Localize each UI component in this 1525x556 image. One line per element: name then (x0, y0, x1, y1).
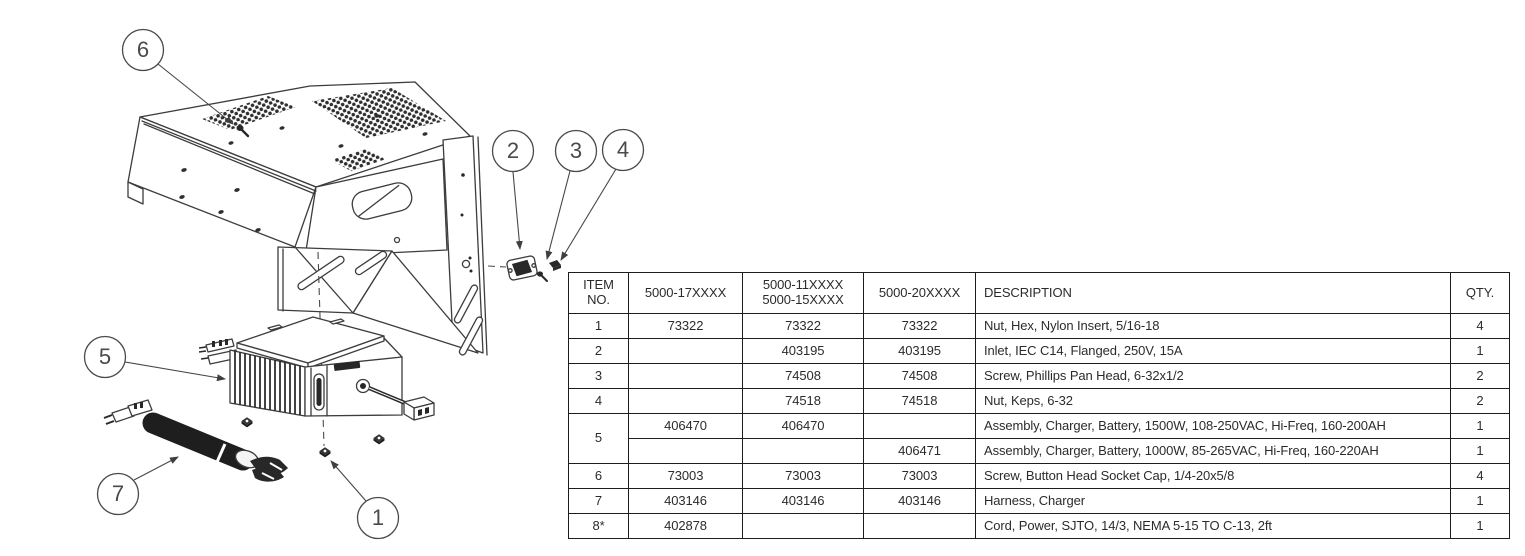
svg-text:1: 1 (372, 505, 384, 530)
brand-logo (333, 361, 361, 371)
cell-item: 6 (568, 463, 629, 489)
dc-connector-drawing (403, 396, 435, 421)
cell-17xxxx: 73322 (628, 313, 743, 339)
col-header-5000-17xxxx: 5000-17XXXX (628, 272, 743, 314)
table-row: 7 403146 403146 403146 Harness, Charger … (568, 488, 1510, 514)
charger-unit-drawing (198, 316, 435, 458)
cell-11-15xxxx: 406470 (742, 413, 864, 439)
cell-qty: 1 (1450, 513, 1510, 539)
svg-text:3: 3 (570, 138, 582, 163)
cell-description: Nut, Hex, Nylon Insert, 5/16-18 (975, 313, 1451, 339)
callout-3: 3 (545, 129, 598, 260)
cell-11-15xxxx: 403146 (742, 488, 864, 514)
table-row: 406471 Assembly, Charger, Battery, 1000W… (569, 438, 1510, 464)
cell-qty: 1 (1450, 413, 1510, 439)
cell-description: Assembly, Charger, Battery, 1500W, 108-2… (975, 413, 1451, 439)
cell-11-15xxxx: 73003 (742, 463, 864, 489)
cell-item: 2 (568, 338, 629, 364)
cell-20xxxx: 406471 (863, 438, 976, 464)
svg-text:7: 7 (112, 481, 124, 506)
svg-text:6: 6 (137, 37, 149, 62)
cell-qty: 4 (1450, 313, 1510, 339)
cell-description: Screw, Button Head Socket Cap, 1/4-20x5/… (975, 463, 1451, 489)
col-header-5000-20xxxx: 5000-20XXXX (863, 272, 976, 314)
cell-description: Cord, Power, SJTO, 14/3, NEMA 5-15 TO C-… (975, 513, 1451, 539)
charger-cover-drawing (127, 81, 488, 356)
cell-qty: 1 (1450, 438, 1510, 464)
cell-qty: 1 (1450, 488, 1510, 514)
table-row: 5 406470 406470 Assembly, Charger, Batte… (568, 413, 1510, 464)
cell-17xxxx: 73003 (628, 463, 743, 489)
svg-text:5: 5 (99, 344, 111, 369)
table-row: 4 74518 74518 Nut, Keps, 6-32 2 (568, 388, 1510, 414)
cell-item: 4 (568, 388, 629, 414)
keps-nut-drawing (549, 260, 561, 271)
callout-5: 5 (83, 335, 226, 382)
exploded-view-diagram: 6 2 3 4 5 7 1 (83, 28, 645, 540)
callout-6: 6 (121, 28, 234, 125)
callout-2: 2 (491, 129, 535, 250)
table-header-row: ITEM NO. 5000-17XXXX 5000-11XXXX 5000-15… (568, 272, 1510, 314)
table-row: 6 73003 73003 73003 Screw, Button Head S… (568, 463, 1510, 489)
harness-drawing (103, 399, 288, 482)
cell-description: Inlet, IEC C14, Flanged, 250V, 15A (975, 338, 1451, 364)
cell-20xxxx: 73322 (863, 313, 976, 339)
cell-20xxxx: 74508 (863, 363, 976, 389)
callout-1: 1 (330, 460, 400, 540)
cell-item: 3 (568, 363, 629, 389)
cell-11-15xxxx: 74508 (742, 363, 864, 389)
cell-item: 8* (568, 513, 629, 539)
cell-qty: 2 (1450, 388, 1510, 414)
cell-description: Nut, Keps, 6-32 (975, 388, 1451, 414)
cell-11-15xxxx (742, 513, 864, 539)
col-header-item-no: ITEM NO. (568, 272, 629, 314)
svg-text:2: 2 (507, 138, 519, 163)
cell-item: 5 (568, 413, 629, 464)
cell-20xxxx: 403195 (863, 338, 976, 364)
callout-4: 4 (560, 128, 645, 261)
cell-qty: 2 (1450, 363, 1510, 389)
col-header-5000-11-15xxxx: 5000-11XXXX 5000-15XXXX (742, 272, 864, 314)
cell-20xxxx: 403146 (863, 488, 976, 514)
cell-qty: 4 (1450, 463, 1510, 489)
inlet-axis-dashed-line (487, 265, 507, 268)
cell-11-15xxxx: 73322 (742, 313, 864, 339)
cell-qty: 1 (1450, 338, 1510, 364)
cell-17xxxx: 403146 (628, 488, 743, 514)
col-header-description: DESCRIPTION (975, 272, 1451, 314)
cell-11-15xxxx: 74518 (742, 388, 864, 414)
cell-description: Screw, Phillips Pan Head, 6-32x1/2 (975, 363, 1451, 389)
cell-description: Harness, Charger (975, 488, 1451, 514)
table-row: 2 403195 403195 Inlet, IEC C14, Flanged,… (568, 338, 1510, 364)
cell-11-15xxxx: 403195 (742, 338, 864, 364)
cell-17xxxx: 402878 (628, 513, 743, 539)
cell-17xxxx: 406470 (628, 413, 743, 439)
cell-item: 7 (568, 488, 629, 514)
table-row: 3 74508 74508 Screw, Phillips Pan Head, … (568, 363, 1510, 389)
col-header-qty: QTY. (1450, 272, 1510, 314)
cell-17xxxx (628, 438, 743, 464)
cell-17xxxx (628, 388, 743, 414)
table-row: 8* 402878 Cord, Power, SJTO, 14/3, NEMA … (568, 513, 1510, 539)
cell-20xxxx (863, 513, 976, 539)
callout-7: 7 (96, 456, 179, 516)
cell-17xxxx (628, 338, 743, 364)
cell-item: 1 (568, 313, 629, 339)
cell-20xxxx: 73003 (863, 463, 976, 489)
cell-17xxxx (628, 363, 743, 389)
table-row: 1 73322 73322 73322 Nut, Hex, Nylon Inse… (568, 313, 1510, 339)
iec-inlet-drawing (506, 255, 561, 282)
cell-20xxxx (863, 413, 976, 439)
svg-text:4: 4 (617, 137, 629, 162)
cell-description: Assembly, Charger, Battery, 1000W, 85-26… (975, 438, 1451, 464)
cell-11-15xxxx (742, 438, 864, 464)
cell-20xxxx: 74518 (863, 388, 976, 414)
parts-table: ITEM NO. 5000-17XXXX 5000-11XXXX 5000-15… (568, 272, 1510, 539)
